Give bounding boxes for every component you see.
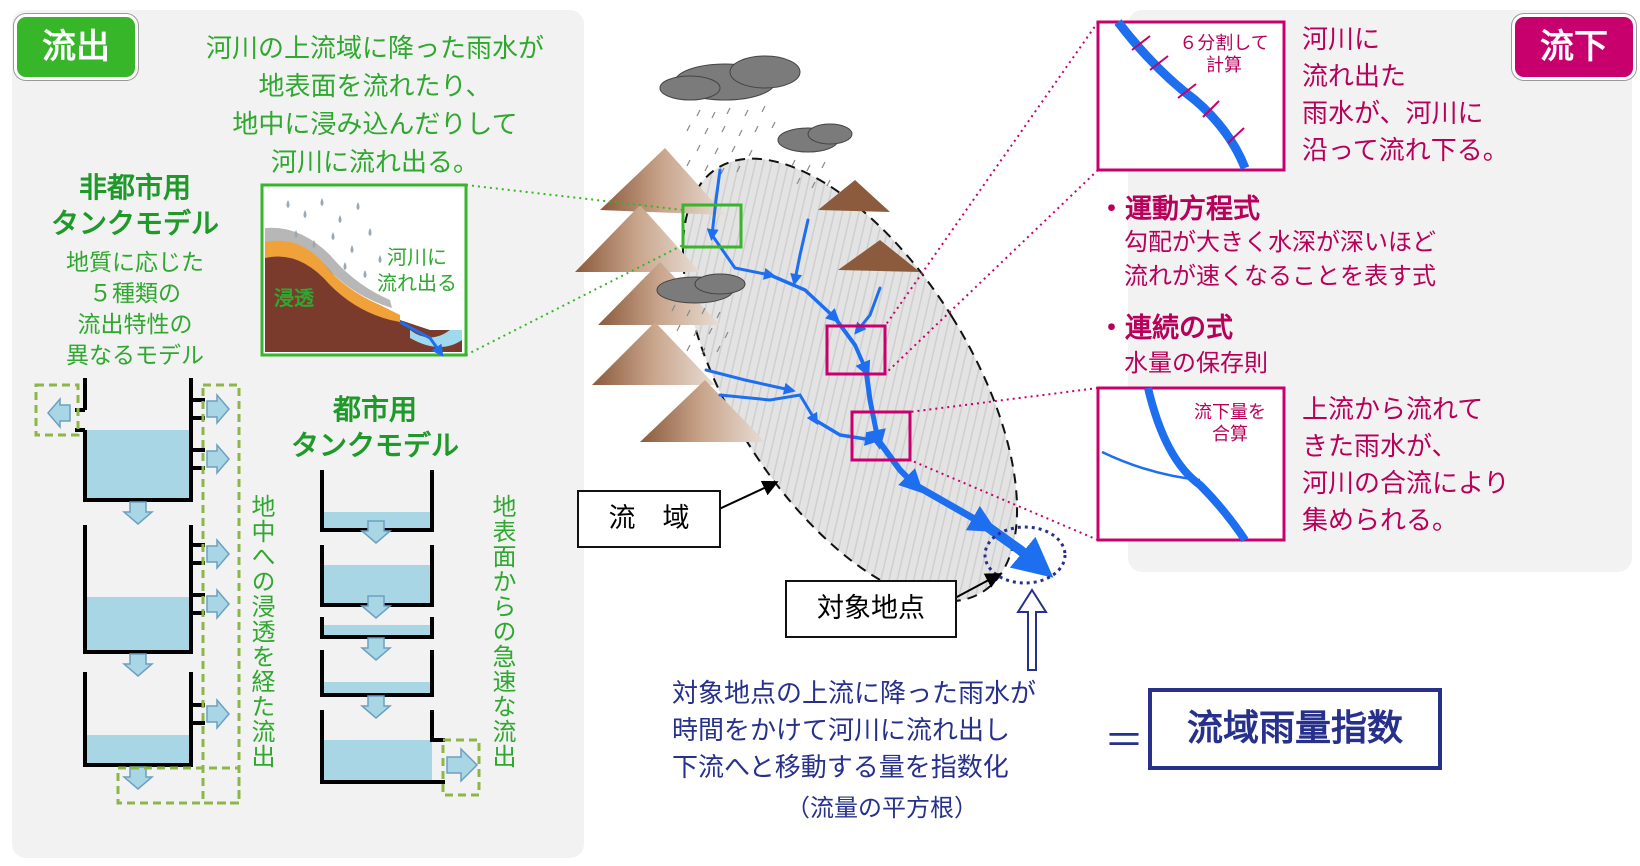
runoff-description: 河川に 流れ出た 雨水が、河川に 沿って流れ下る。: [1302, 25, 1509, 166]
connector-lines: [465, 21, 1099, 541]
summary-text: 対象地点の上流に降った雨水が 時間をかけて河川に流れ出し 下流へと移動する量を指…: [672, 679, 1037, 783]
basin-label: 流 域: [577, 490, 721, 548]
result-label: 流域雨量指数: [1186, 708, 1403, 749]
urban-tank-title: 都市用 タンクモデル: [290, 393, 459, 462]
urban-tank-model: [320, 470, 481, 797]
result-box: [1148, 688, 1442, 770]
rural-tank-model: [34, 378, 241, 805]
equals-sign: ＝: [1104, 718, 1144, 764]
infiltration-label: 浸透: [274, 286, 314, 310]
basin-illustration: [575, 55, 1067, 603]
equation-of-motion-title: ・運動方程式: [1098, 194, 1260, 225]
target-point-marker: [983, 525, 1067, 585]
urban-vertical-label: 地表面からの急速な流出: [488, 494, 516, 769]
up-arrow-icon: [1016, 588, 1048, 671]
outflow-focus-box: [681, 203, 743, 249]
sum-flow-label: 流下量を 合算: [1194, 402, 1266, 445]
outflow-intro: 河川の上流域に降った雨水が 地表面を流れたり、 地中に浸み込んだりして 河川に流…: [205, 34, 544, 178]
continuity-equation-text: 水量の保存則: [1124, 349, 1268, 377]
runoff-inset-1: [1096, 19, 1286, 172]
runoff-focus-box-1: [825, 324, 887, 376]
outflow-inset: [260, 183, 468, 357]
flow-out-label: 河川に 流れ出る: [377, 245, 457, 295]
runoff-focus-box-2: [850, 410, 912, 462]
confluence-description: 上流から流れて きた雨水が、 河川の合流により 集められる。: [1302, 395, 1510, 536]
rain-drops: [671, 105, 831, 355]
rural-vertical-label: 地中への浸透を経た流出: [247, 494, 275, 769]
outflow-badge: 流出: [14, 14, 138, 80]
cloud-icon: [656, 55, 853, 304]
summary-note: （流量の平方根）: [786, 794, 978, 822]
river-network: [704, 168, 1054, 578]
runoff-inset-2: [1096, 386, 1286, 543]
runoff-badge: 流下: [1512, 14, 1636, 80]
split-calc-label: ６分割して 計算: [1179, 33, 1269, 76]
rural-tank-title: 非都市用 タンクモデル: [50, 171, 219, 240]
label-pointers: [716, 480, 1002, 599]
continuity-equation-title: ・連続の式: [1098, 313, 1233, 344]
rural-tank-description: 地質に応じた ５種類の 流出特性の 異なるモデル: [66, 250, 204, 369]
target-point-label: 対象地点: [785, 580, 957, 638]
equation-of-motion-text: 勾配が大きく水深が深いほど 流れが速くなることを表す式: [1124, 228, 1436, 290]
